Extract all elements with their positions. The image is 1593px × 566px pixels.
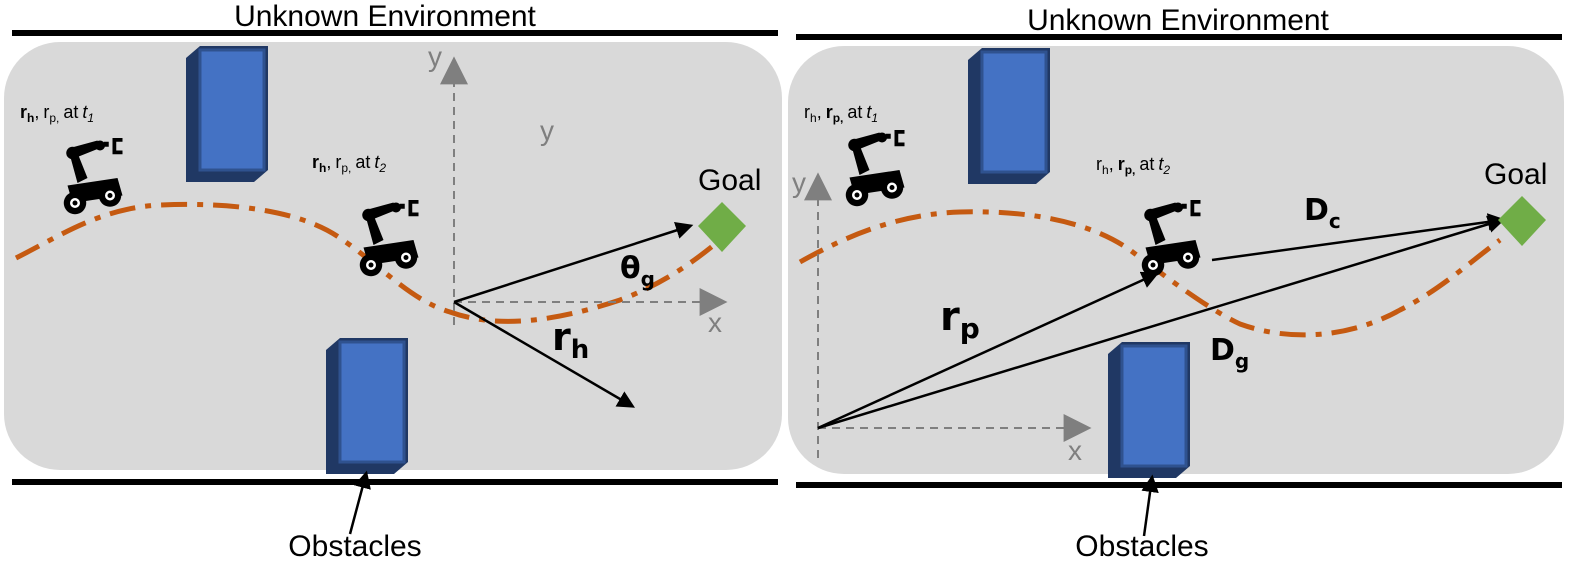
goal-label: Goal [1484, 158, 1547, 191]
dg-vector [817, 215, 1506, 430]
obstacle-block [184, 44, 270, 184]
goal-direction-vector [453, 221, 694, 304]
y-label: y [540, 115, 554, 146]
obstacles-label: Obstacles [1075, 530, 1208, 563]
dc-label: Dc [1304, 193, 1341, 233]
obstacles-label: Obstacles [288, 530, 421, 563]
goal-marker [1498, 196, 1546, 246]
dc-vector [1211, 213, 1506, 262]
dg-label: Dg [1210, 333, 1249, 373]
x-axis-label: x [1068, 435, 1082, 466]
goal-label: Goal [698, 164, 761, 197]
panel-title: Unknown Environment [1027, 4, 1329, 37]
obstacle-block [324, 336, 410, 476]
rp-vector [817, 271, 1160, 430]
trajectory-path [14, 201, 722, 324]
y-axis-label: y [428, 41, 442, 72]
theta-label: θg [620, 251, 655, 291]
rh-label: rh [552, 315, 589, 365]
goal-marker [698, 202, 746, 252]
obstacle-block [966, 46, 1052, 186]
x-axis-label: x [708, 307, 722, 338]
right-panel: Unknown Environment y x Goal Dc Dg rp rh… [788, 4, 1564, 563]
y-axis-label: y [792, 167, 806, 198]
panel-title: Unknown Environment [234, 0, 536, 33]
obstacles-pointer [348, 470, 371, 535]
left-panel: Unknown Environment y x y Goal θg rh rh,… [4, 0, 782, 563]
rp-label: rp [940, 294, 980, 345]
obstacles-pointer [1141, 474, 1159, 537]
trajectory-path [798, 209, 1502, 338]
obstacle-block [1106, 340, 1192, 480]
heading-vector [453, 300, 636, 408]
